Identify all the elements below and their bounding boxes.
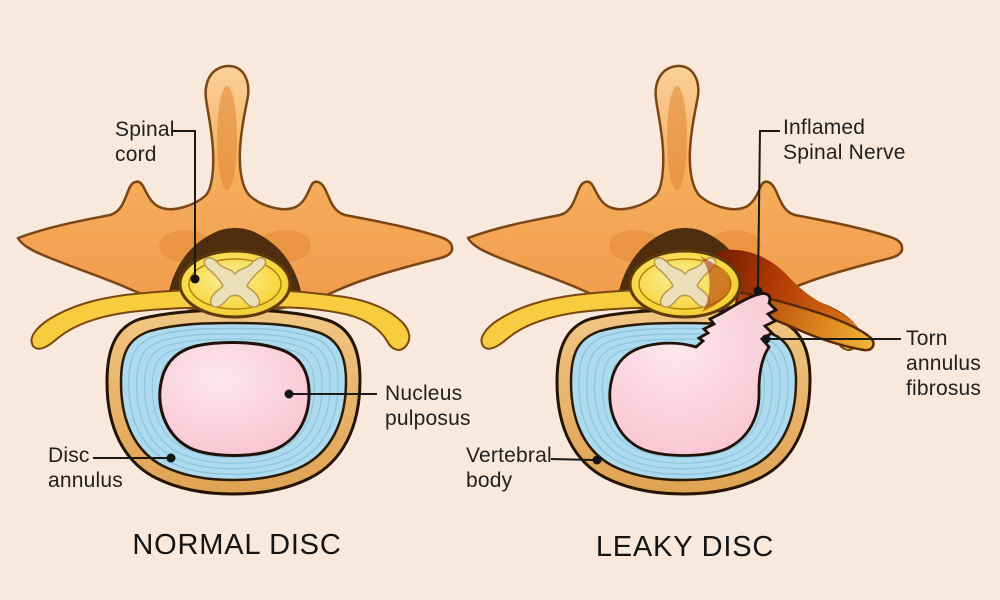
label-line: pulposus [385, 407, 471, 430]
label-line: body [466, 469, 513, 492]
label-line: annulus [906, 352, 981, 375]
nucleus-pulposus-shape [158, 341, 311, 457]
label-line: Disc [48, 444, 90, 467]
label-inflamed-spinal-nerve: Inflamed Spinal Nerve [783, 115, 906, 165]
label-line: annulus [48, 469, 123, 492]
cord-inflammation-crescent [700, 256, 731, 312]
label-spinal-cord: Spinal cord [115, 117, 175, 167]
label-line: Nucleus [385, 382, 463, 405]
leader-lines [93, 130, 901, 461]
nucleus-with-leak [608, 292, 779, 457]
label-disc-annulus: Disc annulus [48, 443, 123, 493]
label-vertebral-body: Vertebral body [466, 443, 552, 493]
caption-normal-disc: NORMAL DISC [132, 529, 342, 561]
label-line: cord [115, 143, 157, 166]
caption-leaky-disc: LEAKY DISC [595, 531, 775, 563]
label-line: Torn [906, 327, 948, 350]
leader-spinal-cord [171, 130, 196, 276]
label-line: Inflamed [783, 116, 866, 139]
label-line: Spinal [115, 118, 175, 141]
label-torn-annulus-fibrosus: Torn annulus fibrosus [906, 326, 981, 401]
leader-inflamed-spinal-nerve [757, 130, 780, 288]
leader-dots [166, 274, 771, 465]
label-line: fibrosus [906, 377, 982, 400]
label-line: Vertebral [466, 444, 552, 467]
leader-vertebral-body [550, 458, 594, 461]
label-nucleus-pulposus: Nucleus pulposus [385, 381, 471, 431]
label-line: Spinal Nerve [783, 141, 906, 164]
leaky-disc-illustration [466, 64, 904, 496]
normal-disc-illustration [16, 64, 454, 496]
